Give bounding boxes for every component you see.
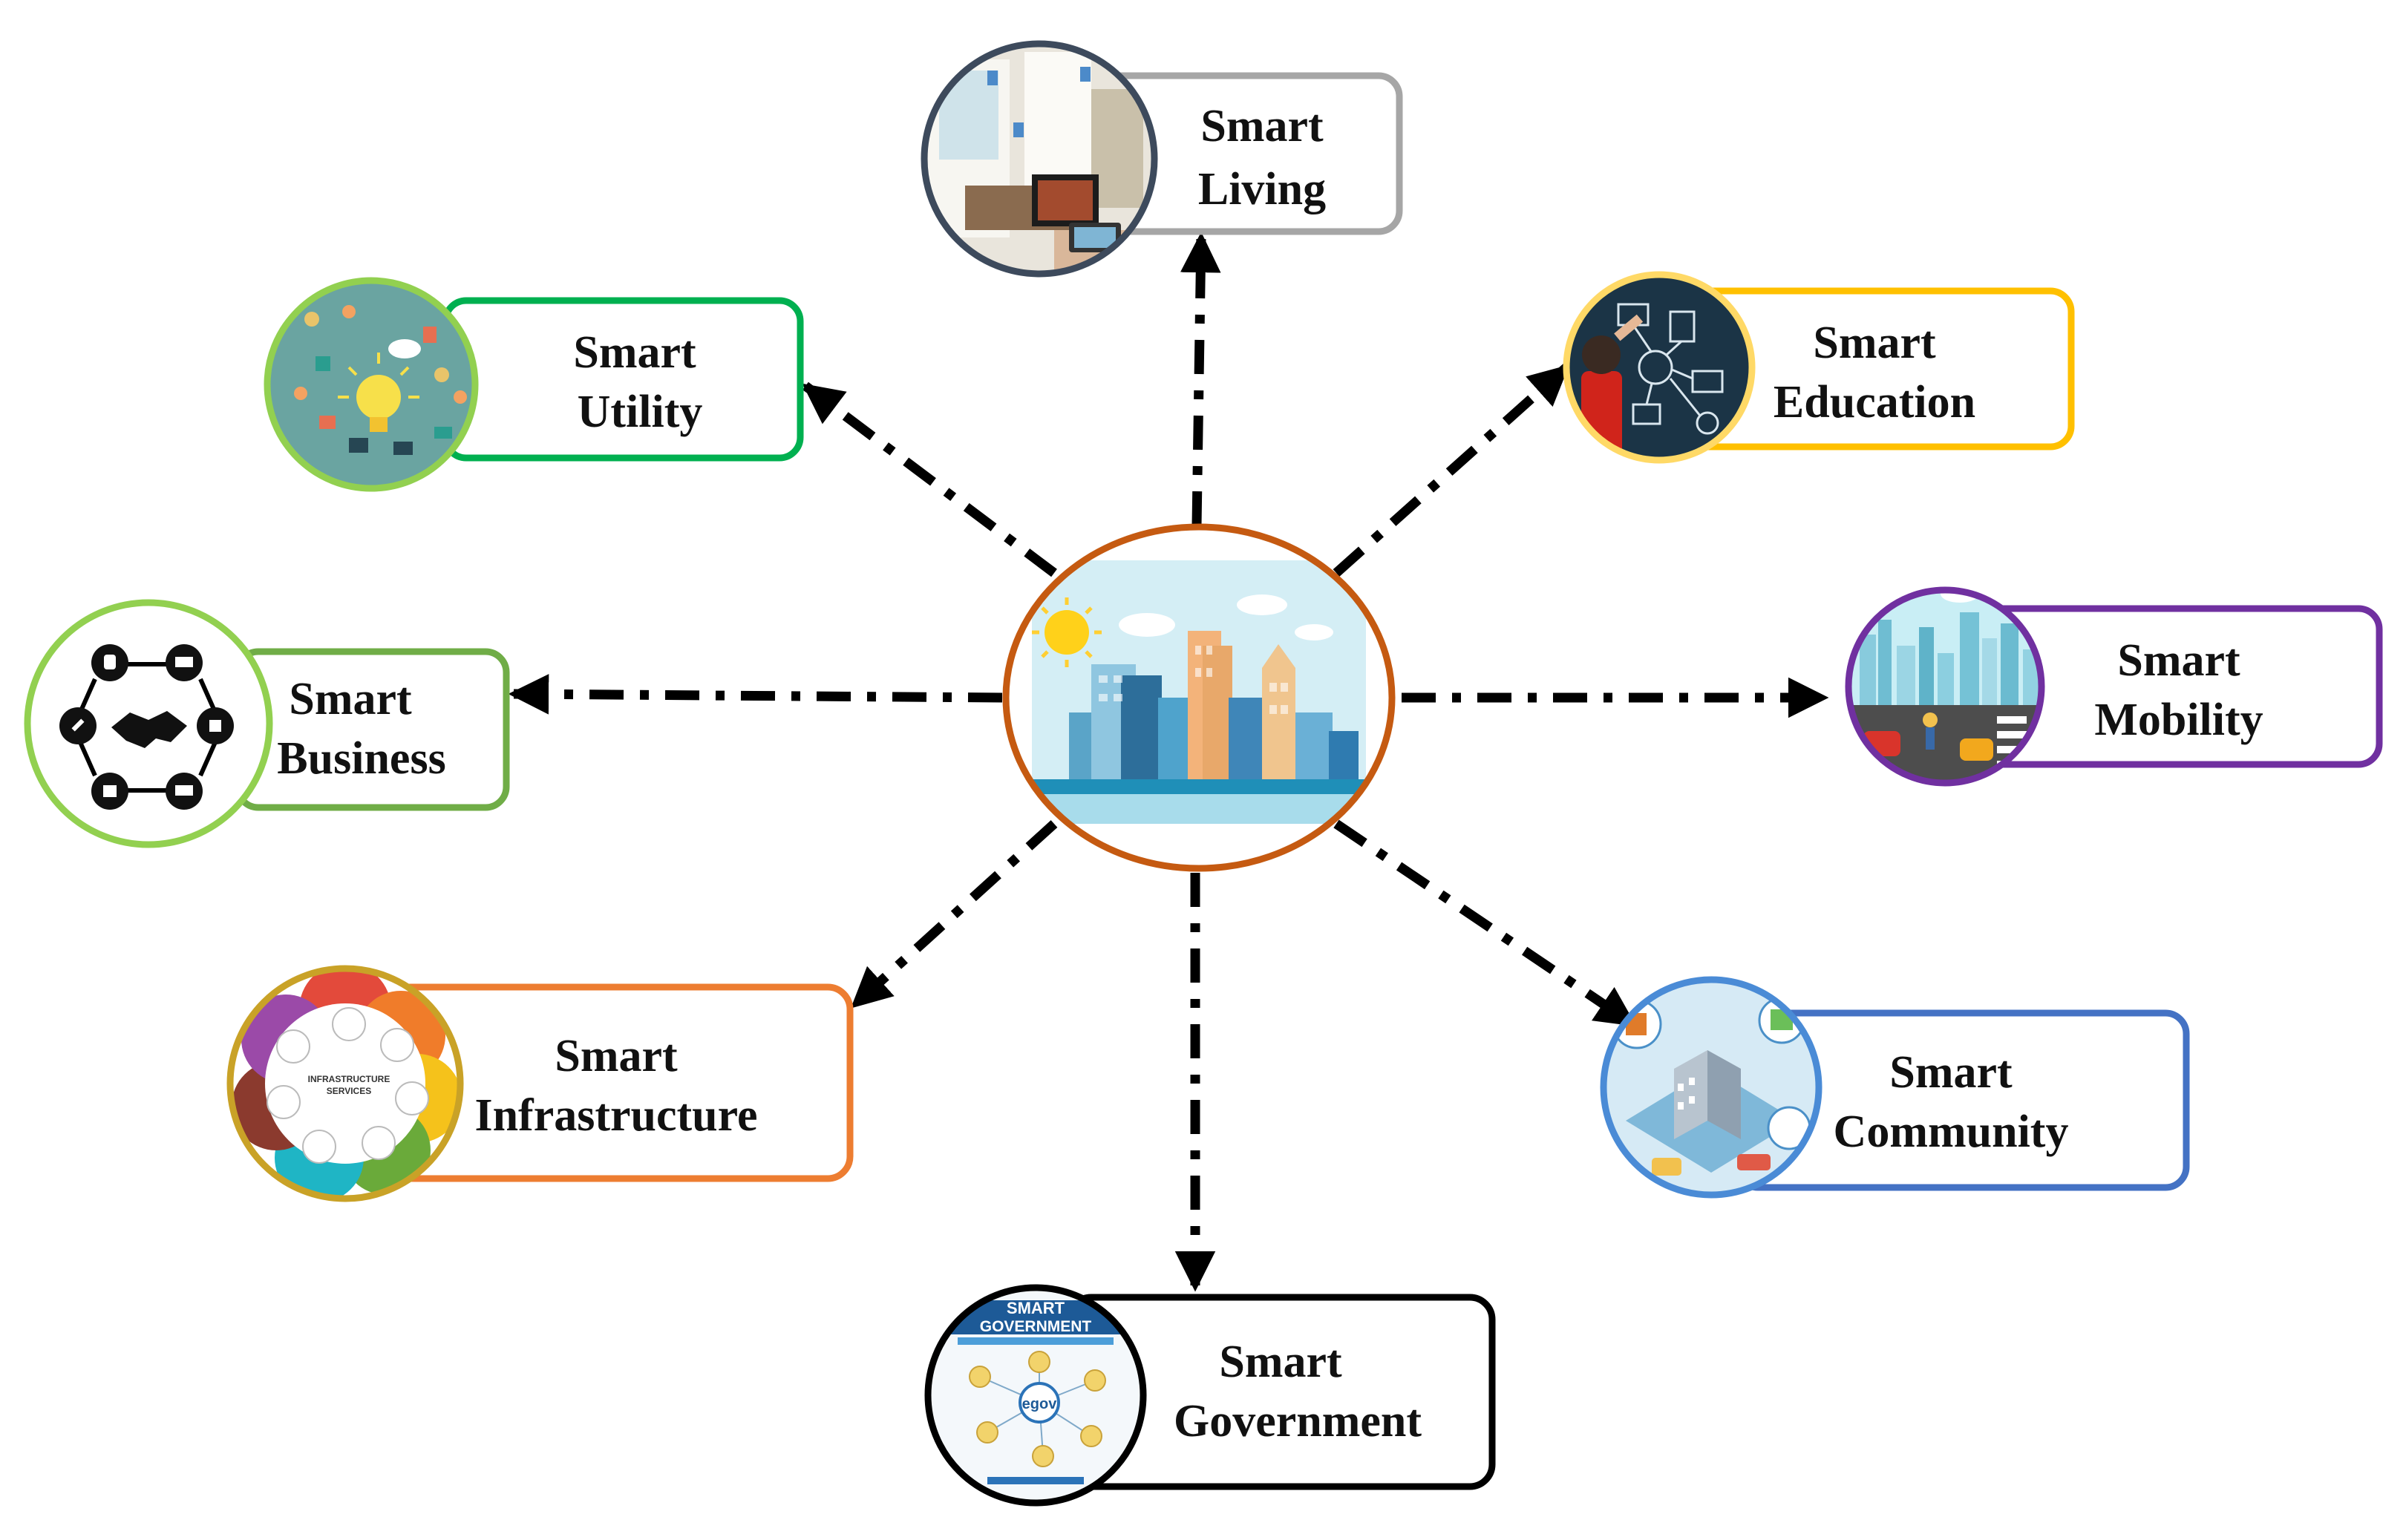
lightbulb-utility-icon	[267, 281, 475, 488]
label-utility-line-1: Smart	[573, 327, 696, 378]
label-education-line-1: Smart	[1813, 318, 1936, 368]
poster-title-2: GOVERNMENT	[980, 1318, 1092, 1335]
e-government-poster-icon: SMART GOVERNMENT egov	[928, 1288, 1143, 1503]
label-business-line-1: Smart	[289, 674, 412, 724]
connector-arrows	[508, 232, 1829, 1292]
wheel-text-2: SERVICES	[327, 1086, 371, 1096]
arrow-to-business	[508, 674, 1003, 715]
label-living-line-1: Smart	[1200, 101, 1324, 151]
arrow-to-infrastructure	[850, 820, 1058, 1009]
node-smart-education: Smart Education	[1563, 271, 2075, 464]
icon-ring-government	[924, 1284, 1147, 1507]
isometric-community-icon	[1604, 980, 1819, 1195]
poster-title-1: SMART	[1007, 1299, 1065, 1317]
infrastructure-services-wheel-icon: INFRASTRUCTURE SERVICES	[232, 969, 460, 1199]
city-skyline-icon	[1032, 560, 1366, 824]
icon-ring-mobility	[1845, 586, 2045, 787]
label-community-line-1: Smart	[1889, 1047, 2013, 1098]
center-city	[1002, 523, 1396, 872]
label-infrastructure-line-2: Infrastructure	[474, 1090, 757, 1141]
arrow-to-utility	[802, 381, 1057, 577]
node-smart-business: Smart Business	[24, 599, 510, 848]
arrow-to-education	[1333, 364, 1570, 577]
poster-egov-badge: egov	[1022, 1396, 1058, 1412]
label-government-line-2: Government	[1174, 1396, 1422, 1446]
node-smart-utility: Smart Utility	[264, 277, 804, 492]
label-infrastructure-line-1: Smart	[555, 1031, 678, 1081]
icon-ring-infrastructure	[226, 965, 464, 1202]
node-smart-infrastructure: INFRASTRUCTURE SERVICES Smart Infrastruc…	[226, 965, 854, 1202]
blackboard-student-icon	[1566, 275, 1752, 460]
node-smart-mobility: Smart Mobility	[1845, 586, 2383, 787]
label-business-line-2: Business	[277, 733, 445, 784]
node-smart-community: Smart Community	[1600, 976, 2190, 1199]
arrow-to-living	[1180, 232, 1221, 526]
icon-ring-education	[1563, 271, 1756, 464]
node-smart-living: Smart Living	[921, 40, 1403, 278]
label-utility-line-2: Utility	[578, 387, 703, 437]
icon-ring-utility	[264, 277, 479, 492]
center-circle-border	[1002, 523, 1396, 872]
label-education-line-2: Education	[1774, 377, 1975, 427]
node-smart-government: SMART GOVERNMENT egov Smar	[924, 1284, 1496, 1507]
label-community-line-2: Community	[1834, 1107, 2069, 1157]
label-mobility-line-1: Smart	[2117, 635, 2240, 686]
icon-ring-community	[1600, 976, 1823, 1199]
handshake-network-icon	[59, 644, 234, 810]
label-living-line-2: Living	[1198, 164, 1326, 214]
icon-ring-business	[24, 599, 273, 848]
wheel-text-1: INFRASTRUCTURE	[308, 1074, 390, 1084]
label-government-line-1: Smart	[1219, 1337, 1342, 1387]
icon-ring-living	[921, 40, 1158, 278]
label-mobility-line-2: Mobility	[2094, 695, 2263, 745]
arrow-to-community	[1333, 819, 1637, 1029]
